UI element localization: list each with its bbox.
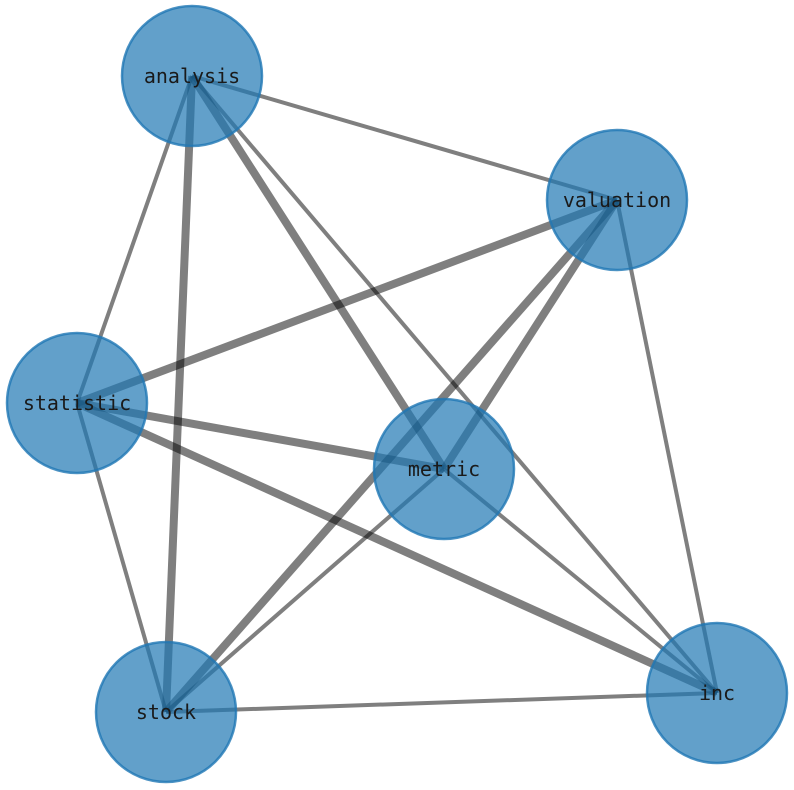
edge-analysis-metric (188, 73, 448, 472)
edge-statistic-inc (75, 399, 719, 697)
edge-analysis-stock (162, 75, 196, 713)
edge-valuation-inc (615, 199, 719, 694)
node-label: analysis (144, 64, 240, 88)
node-circle[interactable] (5, 331, 149, 475)
edge-valuation-statistic (75, 196, 619, 407)
node-circle[interactable] (120, 4, 264, 148)
node-statistic[interactable]: statistic (5, 331, 149, 475)
node-circle[interactable] (545, 128, 689, 272)
node-analysis[interactable]: analysis (120, 4, 264, 148)
node-label: statistic (23, 391, 131, 415)
node-stock[interactable]: stock (94, 640, 238, 784)
node-label: stock (136, 700, 196, 724)
node-metric[interactable]: metric (372, 397, 516, 541)
edge-analysis-valuation (191, 74, 618, 202)
node-label: inc (699, 681, 735, 705)
node-label: valuation (563, 188, 671, 212)
edge-stock-inc (165, 691, 718, 714)
node-label: metric (408, 457, 480, 481)
node-circle[interactable] (94, 640, 238, 784)
node-circle[interactable] (645, 621, 789, 765)
nodes-layer: analysis valuation statistic metric stock inc (5, 4, 789, 784)
node-circle[interactable] (372, 397, 516, 541)
node-valuation[interactable]: valuation (545, 128, 689, 272)
node-inc[interactable]: inc (645, 621, 789, 765)
